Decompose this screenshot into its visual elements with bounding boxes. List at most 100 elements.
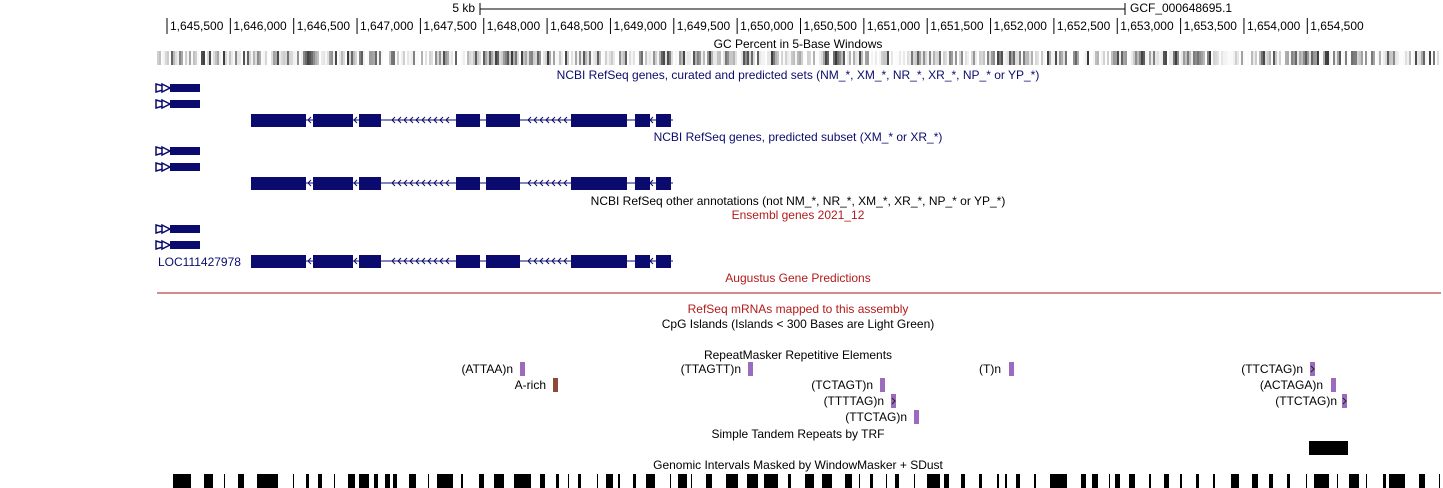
gene-exon[interactable] bbox=[635, 177, 650, 190]
masked-interval[interactable] bbox=[1016, 474, 1020, 488]
masked-interval[interactable] bbox=[886, 474, 887, 488]
masked-interval[interactable] bbox=[747, 474, 758, 488]
masked-interval[interactable] bbox=[334, 474, 335, 488]
masked-interval[interactable] bbox=[359, 474, 369, 488]
track-title-windowmasker[interactable]: Genomic Intervals Masked by WindowMasker… bbox=[653, 458, 943, 472]
masked-interval[interactable] bbox=[556, 474, 559, 488]
gene-exon[interactable] bbox=[456, 177, 480, 190]
repeat-element[interactable] bbox=[1342, 394, 1347, 408]
masked-interval[interactable] bbox=[788, 474, 791, 488]
gene-exon[interactable] bbox=[170, 241, 200, 249]
masked-interval[interactable] bbox=[1034, 474, 1036, 488]
masked-interval[interactable] bbox=[1005, 474, 1007, 488]
masked-interval[interactable] bbox=[618, 474, 620, 488]
masked-interval[interactable] bbox=[1337, 474, 1338, 488]
gene-exon[interactable] bbox=[456, 255, 480, 268]
gene-exon[interactable] bbox=[313, 177, 353, 190]
masked-interval[interactable] bbox=[1287, 474, 1290, 488]
masked-interval[interactable] bbox=[1180, 474, 1182, 488]
masked-interval[interactable] bbox=[1109, 474, 1110, 488]
masked-interval[interactable] bbox=[1252, 474, 1258, 488]
masked-interval[interactable] bbox=[646, 474, 655, 488]
masked-interval[interactable] bbox=[1050, 474, 1067, 488]
masked-interval[interactable] bbox=[1269, 474, 1273, 488]
gene-exon[interactable] bbox=[656, 177, 671, 190]
gene-exon[interactable] bbox=[486, 114, 520, 127]
masked-interval[interactable] bbox=[1383, 474, 1386, 488]
repeat-element[interactable] bbox=[748, 362, 753, 376]
masked-interval[interactable] bbox=[318, 474, 322, 488]
track-title-cpg[interactable]: CpG Islands (Islands < 300 Bases are Lig… bbox=[661, 317, 935, 331]
masked-interval[interactable] bbox=[257, 474, 278, 488]
repeat-element[interactable] bbox=[1009, 362, 1014, 376]
track-title-refseq-mrna[interactable]: RefSeq mRNAs mapped to this assembly bbox=[687, 302, 909, 316]
masked-interval[interactable] bbox=[393, 474, 397, 488]
masked-interval[interactable] bbox=[1389, 474, 1405, 488]
repeat-label[interactable]: (TTCTAG)n bbox=[845, 410, 907, 424]
gene-exon[interactable] bbox=[251, 255, 306, 268]
repeat-label[interactable]: (TTCTAG)n bbox=[1275, 394, 1337, 408]
masked-interval[interactable] bbox=[927, 474, 940, 488]
masked-interval[interactable] bbox=[1115, 474, 1120, 488]
gene-exon[interactable] bbox=[251, 114, 306, 127]
repeat-label[interactable]: A-rich bbox=[514, 378, 546, 392]
masked-interval[interactable] bbox=[428, 474, 429, 488]
repeat-element[interactable] bbox=[880, 378, 885, 392]
track-title-refseq-other[interactable]: NCBI RefSeq other annotations (not NM_*,… bbox=[590, 194, 1006, 208]
gene-exon[interactable] bbox=[571, 255, 627, 268]
masked-interval[interactable] bbox=[224, 474, 225, 488]
masked-interval[interactable] bbox=[845, 474, 852, 488]
masked-interval[interactable] bbox=[293, 474, 294, 488]
repeat-label[interactable]: (TCTAGT)n bbox=[811, 378, 873, 392]
repeat-label[interactable]: (TTTTAG)n bbox=[823, 394, 884, 408]
gene-exon[interactable] bbox=[571, 114, 627, 127]
masked-interval[interactable] bbox=[764, 474, 778, 488]
masked-interval[interactable] bbox=[914, 474, 915, 488]
track-title-refseq-predicted[interactable]: NCBI RefSeq genes, predicted subset (XM_… bbox=[653, 130, 943, 144]
repeat-element[interactable] bbox=[1331, 378, 1336, 392]
masked-interval[interactable] bbox=[822, 474, 832, 488]
masked-interval[interactable] bbox=[997, 474, 999, 488]
masked-interval[interactable] bbox=[633, 474, 636, 488]
masked-interval[interactable] bbox=[979, 474, 982, 488]
masked-interval[interactable] bbox=[568, 474, 569, 488]
masked-interval[interactable] bbox=[726, 474, 738, 488]
masked-interval[interactable] bbox=[670, 474, 671, 488]
gene-label-loc111427978[interactable]: LOC111427978 bbox=[158, 255, 241, 269]
gene-exon[interactable] bbox=[486, 177, 520, 190]
masked-interval[interactable] bbox=[173, 474, 191, 488]
gene-exon[interactable] bbox=[313, 255, 353, 268]
masked-interval[interactable] bbox=[597, 474, 598, 488]
repeat-element[interactable] bbox=[891, 394, 896, 408]
masked-interval[interactable] bbox=[374, 474, 378, 488]
masked-interval[interactable] bbox=[494, 474, 504, 488]
masked-interval[interactable] bbox=[706, 474, 712, 488]
gene-exon[interactable] bbox=[170, 100, 200, 108]
masked-interval[interactable] bbox=[859, 474, 860, 488]
masked-interval[interactable] bbox=[691, 474, 692, 488]
gene-exon[interactable] bbox=[170, 147, 200, 155]
masked-interval[interactable] bbox=[437, 474, 453, 488]
masked-interval[interactable] bbox=[461, 474, 463, 488]
masked-interval[interactable] bbox=[1349, 474, 1359, 488]
masked-interval[interactable] bbox=[578, 474, 581, 488]
masked-interval[interactable] bbox=[1129, 474, 1135, 488]
masked-interval[interactable] bbox=[1081, 474, 1086, 488]
gene-exon[interactable] bbox=[170, 163, 200, 171]
masked-interval[interactable] bbox=[1366, 474, 1367, 488]
masked-interval[interactable] bbox=[306, 474, 309, 488]
masked-interval[interactable] bbox=[1314, 474, 1329, 488]
gene-exon[interactable] bbox=[486, 255, 520, 268]
repeat-element[interactable] bbox=[1310, 362, 1315, 376]
gene-exon[interactable] bbox=[635, 255, 650, 268]
masked-interval[interactable] bbox=[204, 474, 213, 488]
repeat-label[interactable]: (T)n bbox=[979, 362, 1001, 376]
masked-interval[interactable] bbox=[1092, 474, 1098, 488]
gene-exon[interactable] bbox=[635, 114, 650, 127]
gene-exon[interactable] bbox=[571, 177, 627, 190]
track-title-repeatmasker[interactable]: RepeatMasker Repetitive Elements bbox=[703, 348, 893, 362]
masked-interval[interactable] bbox=[1439, 474, 1440, 488]
track-title-ensembl[interactable]: Ensembl genes 2021_12 bbox=[731, 208, 865, 222]
masked-interval[interactable] bbox=[944, 474, 949, 488]
masked-interval[interactable] bbox=[870, 474, 873, 488]
